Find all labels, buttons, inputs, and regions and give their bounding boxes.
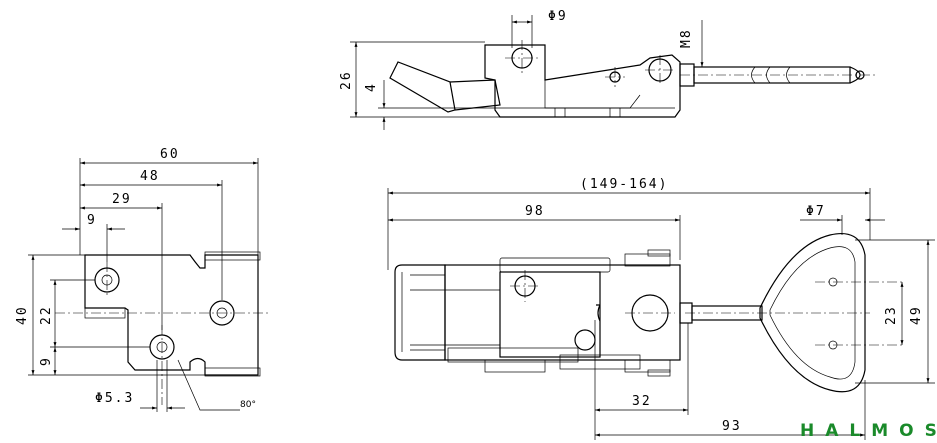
dim-93: 93	[722, 419, 742, 434]
top-lever	[389, 61, 456, 113]
triangle-loop	[759, 233, 866, 393]
dim-dia-9: Φ9	[548, 9, 568, 24]
dim-height-9: 9	[39, 356, 54, 366]
base-plate-outline	[84, 254, 259, 376]
dim-width-60: 60	[160, 147, 180, 162]
dim-width-29: 29	[112, 192, 132, 207]
top-view-outline	[484, 44, 681, 118]
dim-hole-dia: Φ5.3	[95, 391, 134, 406]
top-view: Φ9 M8 26 4	[339, 9, 875, 130]
left-view: 60 48 29 9 40 22 9 Φ5.3 80°	[15, 147, 270, 412]
dim-23: 23	[884, 305, 899, 325]
dim-range-149-164: (149-164)	[580, 177, 668, 192]
dim-height-22: 22	[39, 305, 54, 325]
dim-width-48: 48	[140, 169, 160, 184]
main-body-outline	[394, 264, 446, 361]
dim-angle-80: 80°	[240, 400, 256, 410]
dim-thread-m8: M8	[679, 28, 694, 48]
dim-32: 32	[632, 394, 652, 409]
dim-dia-7: Φ7	[806, 204, 826, 219]
dim-height-26: 26	[339, 70, 354, 90]
dim-height-40: 40	[15, 305, 30, 325]
dim-length-98: 98	[525, 204, 545, 219]
dim-offset-4: 4	[364, 82, 379, 92]
dim-width-9: 9	[87, 213, 97, 228]
brand-logo-text: HALMOS	[800, 421, 937, 441]
main-view: (149-164) 98 Φ7 23 49 32 93	[387, 177, 935, 440]
dim-49: 49	[909, 305, 924, 325]
